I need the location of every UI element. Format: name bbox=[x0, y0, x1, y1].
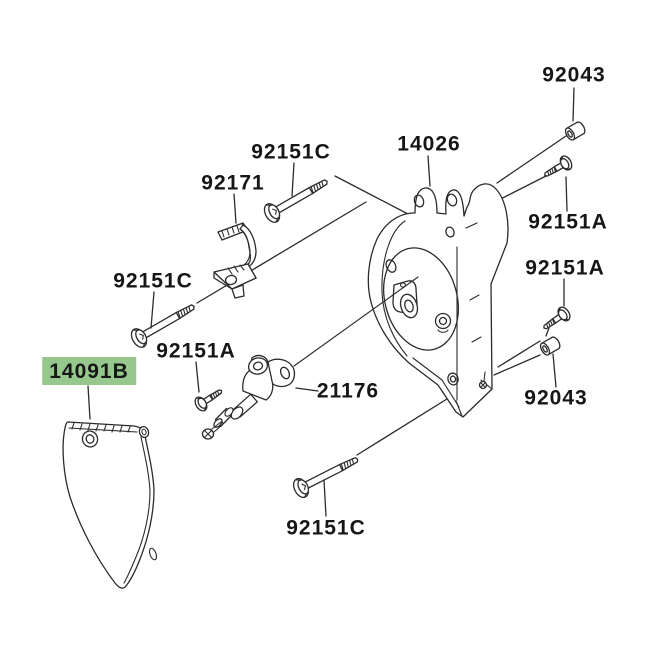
leader-92151a-right-upper bbox=[565, 176, 568, 212]
leader-92151c-bottom bbox=[323, 479, 327, 517]
part-label-92043-top: 92043 bbox=[542, 63, 606, 87]
leader-92043-right bbox=[552, 353, 557, 388]
cover-tab-screw bbox=[478, 371, 488, 390]
assembly-axis-lines bbox=[196, 135, 567, 456]
part-label-14091b: 14091B bbox=[42, 357, 136, 385]
part-bracket-92171 bbox=[213, 222, 257, 299]
leader-92171 bbox=[233, 193, 237, 224]
leader-92151c-left bbox=[150, 291, 155, 329]
leader-92151c-top bbox=[291, 162, 295, 197]
axis-92151c-left bbox=[196, 201, 367, 304]
axis-92151c-top bbox=[334, 175, 409, 215]
leader-14091b bbox=[87, 385, 91, 420]
part-label-92151c-left: 92151C bbox=[113, 269, 193, 293]
axis-sensor-21176 bbox=[293, 276, 419, 367]
part-label-92043-right: 92043 bbox=[524, 386, 588, 410]
part-label-92151a-right-lower: 92151A bbox=[525, 256, 605, 280]
label-leader-lines bbox=[87, 87, 575, 517]
leader-92151a-middle bbox=[195, 361, 200, 393]
sensor-screw bbox=[201, 421, 224, 440]
axis-92151a-lower bbox=[493, 327, 550, 376]
leader-92043-top bbox=[572, 87, 575, 122]
part-label-14026: 14026 bbox=[397, 132, 461, 156]
part-label-92151c-bottom: 92151C bbox=[286, 516, 366, 540]
part-cover-14091b bbox=[62, 421, 158, 589]
leader-21176 bbox=[295, 387, 319, 392]
part-label-92151c-top: 92151C bbox=[251, 140, 331, 164]
axis-92151c-bottom bbox=[356, 340, 541, 456]
part-sensor-21176 bbox=[201, 354, 296, 440]
axis-92043-top bbox=[496, 135, 567, 184]
part-label-21176: 21176 bbox=[316, 379, 380, 403]
part-label-92151a-middle: 92151A bbox=[156, 339, 236, 363]
sensor-spacer bbox=[213, 407, 234, 428]
part-cover-14026 bbox=[367, 183, 509, 418]
part-label-92151a-right-upper: 92151A bbox=[528, 210, 608, 234]
part-label-92171: 92171 bbox=[201, 171, 265, 195]
leader-14026 bbox=[427, 155, 431, 187]
